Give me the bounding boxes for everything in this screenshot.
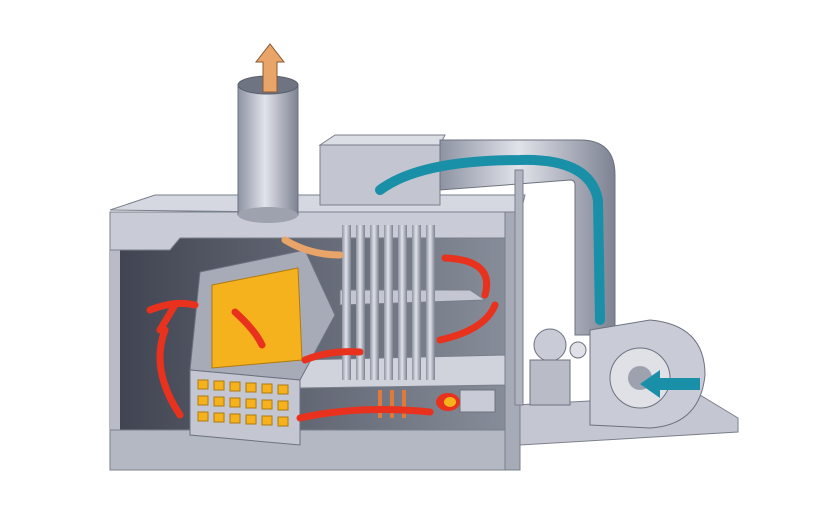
intake-arrow-icon bbox=[640, 370, 700, 398]
warm-gas-flow bbox=[281, 236, 344, 259]
burner bbox=[378, 389, 496, 418]
cool-air-flow bbox=[375, 154, 605, 325]
hot-gas-flow bbox=[146, 254, 499, 422]
blower-fan bbox=[589, 319, 706, 429]
exhaust-arrow-icon bbox=[254, 43, 286, 93]
chimney bbox=[237, 75, 299, 223]
heat-exchanger-tubes bbox=[342, 225, 435, 380]
burner-grid bbox=[197, 379, 289, 427]
motor bbox=[529, 328, 587, 406]
